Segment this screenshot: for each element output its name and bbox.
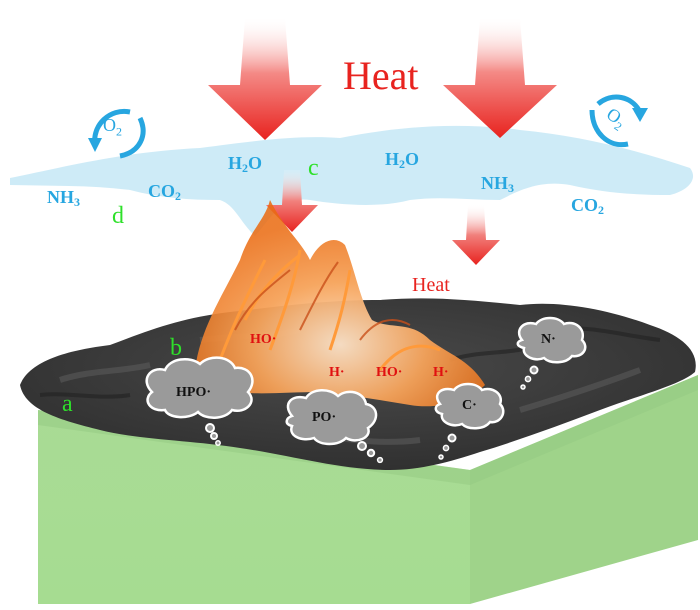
heat-label-small: Heat <box>412 274 450 296</box>
heat-arrow-small-right <box>452 205 500 265</box>
radical-h-right: H· <box>433 365 449 380</box>
gas-cloud <box>10 125 694 236</box>
heat-arrow-right <box>443 18 557 138</box>
co2-label-right: CO2 <box>571 195 604 217</box>
o2-label-left: O2 <box>103 115 122 139</box>
radical-h-left: H· <box>329 365 345 380</box>
radical-ho-mid: HO· <box>376 365 403 380</box>
bubble-c <box>434 382 505 460</box>
bubble-label-n: N· <box>541 332 556 347</box>
nh3-label-left: NH3 <box>47 187 80 209</box>
o2-cycle-arrow-left <box>88 108 146 159</box>
bubble-hpo <box>145 356 254 446</box>
nh3-label-right: NH3 <box>481 173 514 195</box>
region-label-b: b <box>170 335 182 361</box>
heat-label-main: Heat <box>343 53 419 98</box>
radical-ho-top: HO· <box>250 332 277 347</box>
bubble-po <box>285 389 384 464</box>
bubble-label-hpo: HPO· <box>176 385 211 400</box>
h2o-label-right: H2O <box>385 149 420 171</box>
flame <box>195 200 485 407</box>
bubble-label-po: PO· <box>312 410 337 425</box>
heat-arrow-left <box>208 18 322 140</box>
co2-label-left: CO2 <box>148 181 181 203</box>
bubble-n <box>516 316 587 390</box>
region-label-d: d <box>112 203 124 229</box>
region-label-a: a <box>62 391 73 417</box>
bubble-label-c: C· <box>462 398 477 413</box>
h2o-label-left: H2O <box>228 153 263 175</box>
o2-cycle-arrow-right <box>589 94 648 148</box>
region-label-c: c <box>308 155 319 181</box>
